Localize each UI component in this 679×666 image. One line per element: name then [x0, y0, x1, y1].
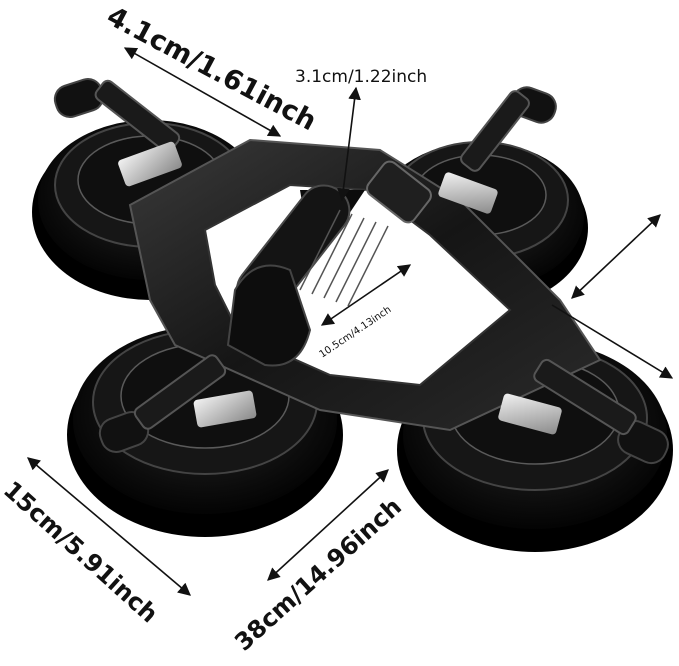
lever-bottom-left	[98, 354, 257, 453]
center-handle	[226, 160, 432, 367]
double-arrow-icon	[267, 469, 389, 581]
double-arrow-icon	[551, 214, 674, 379]
double-arrow-icon	[27, 457, 191, 596]
double-arrow-icon	[320, 264, 412, 326]
lever-bottom-right	[498, 358, 669, 465]
double-arrow-icon	[123, 47, 282, 137]
lever-top-right	[438, 86, 557, 214]
handle-height-label: 3.1cm/1.22inch	[295, 67, 427, 87]
double-arrow-icon	[337, 86, 361, 202]
